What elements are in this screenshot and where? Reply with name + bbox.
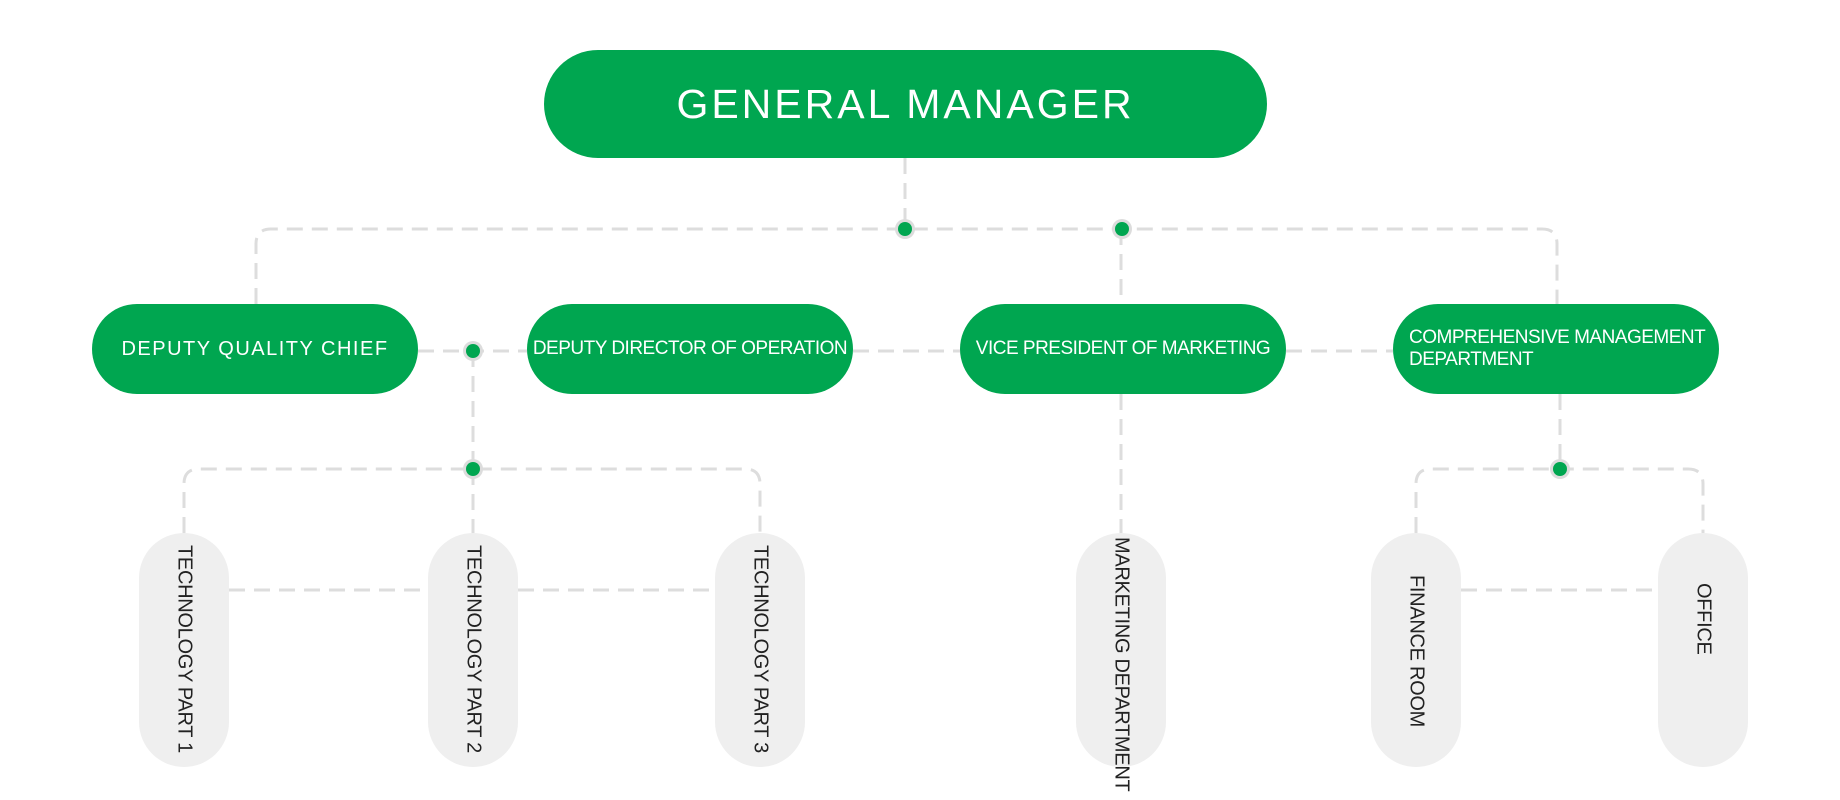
junction-dots — [463, 219, 1570, 479]
connector-tech-rail — [182, 467, 762, 533]
connector-top-rail — [254, 227, 1559, 304]
node-technology-part-2-label: TECHNOLOGY PART 2 — [462, 545, 485, 753]
node-marketing-department: MARKETING DEPARTMENT — [1076, 533, 1166, 791]
node-comprehensive-management-department: COMPREHENSIVE MANAGEMENT DEPARTMENT — [1393, 304, 1719, 394]
node-marketing-department-label: MARKETING DEPARTMENT — [1110, 537, 1133, 792]
node-technology-part-3: TECHNOLOGY PART 3 — [715, 533, 805, 767]
node-deputy-quality-chief-label: DEPUTY QUALITY CHIEF — [121, 337, 389, 360]
node-deputy-quality-chief: DEPUTY QUALITY CHIEF — [92, 304, 418, 394]
node-finance-room: FINANCE ROOM — [1371, 533, 1461, 767]
node-vice-president-of-marketing-label: VICE PRESIDENT OF MARKETING — [975, 338, 1271, 359]
node-comprehensive-management-department-label: COMPREHENSIVE MANAGEMENT DEPARTMENT — [1409, 327, 1705, 370]
node-technology-part-1-label: TECHNOLOGY PART 1 — [173, 545, 196, 753]
node-technology-part-2: TECHNOLOGY PART 2 — [428, 533, 518, 767]
node-general-manager: GENERAL MANAGER — [544, 50, 1267, 158]
node-office: OFFICE — [1658, 533, 1748, 767]
node-office-label: OFFICE — [1692, 583, 1715, 655]
node-deputy-director-of-operation-label: DEPUTY DIRECTOR OF OPERATION — [532, 338, 848, 359]
node-finance-room-label: FINANCE ROOM — [1405, 575, 1428, 727]
node-technology-part-3-label: TECHNOLOGY PART 3 — [749, 545, 772, 753]
node-deputy-director-of-operation: DEPUTY DIRECTOR OF OPERATION — [527, 304, 853, 394]
node-vice-president-of-marketing: VICE PRESIDENT OF MARKETING — [960, 304, 1286, 394]
node-technology-part-1: TECHNOLOGY PART 1 — [139, 533, 229, 767]
node-general-manager-label: GENERAL MANAGER — [676, 80, 1135, 127]
